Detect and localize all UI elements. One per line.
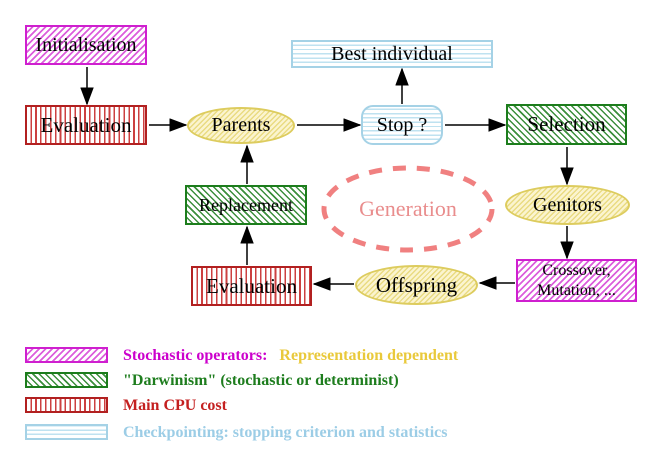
node-best-individual-label: Best individual — [331, 42, 453, 65]
legend-label-representation-dependent: Representation dependent — [279, 347, 459, 364]
node-parents: Parents — [187, 107, 295, 144]
node-evaluation-top: Evaluation — [25, 105, 147, 145]
node-parents-label: Parents — [211, 114, 271, 136]
node-best-individual: Best individual — [291, 40, 493, 68]
legend-row-stochastic-operators: Stochastic operators: Representation depe… — [123, 346, 458, 365]
node-crossover-line2: Mutation, ... — [537, 281, 616, 299]
node-evaluation-bottom-label: Evaluation — [206, 273, 297, 298]
legend-label-main-cpu-cost: Main CPU cost — [123, 397, 227, 414]
legend-swatch-checkpointing — [25, 424, 108, 440]
node-stop: Stop ? — [361, 105, 443, 145]
node-evaluation-bottom: Evaluation — [191, 266, 312, 306]
legend-swatch-stochastic-operators — [25, 347, 108, 363]
node-initialisation-label: Initialisation — [35, 33, 137, 56]
node-replacement-label: Replacement — [199, 194, 293, 215]
node-offspring-label: Offspring — [375, 272, 458, 297]
node-genitors-label: Genitors — [533, 193, 602, 216]
node-evaluation-top-label: Evaluation — [40, 112, 132, 137]
generation-dashed-ellipse — [321, 165, 495, 253]
legend-label-darwinism: "Darwinism" (stochastic or determinist) — [123, 372, 399, 389]
node-crossover-line1: Crossover, — [542, 261, 611, 279]
node-selection-label: Selection — [527, 112, 606, 136]
node-initialisation: Initialisation — [25, 25, 147, 65]
node-replacement: Replacement — [185, 185, 307, 225]
generation-label: Generation — [359, 196, 457, 221]
legend-label-checkpointing: Checkpointing: stopping criterion and st… — [123, 424, 448, 441]
node-offspring: Offspring — [355, 265, 478, 305]
legend-swatch-darwinism — [25, 372, 108, 388]
legend-label-stochastic-operators: Stochastic operators: — [123, 347, 268, 364]
node-stop-label: Stop ? — [376, 113, 428, 136]
node-genitors: Genitors — [505, 185, 630, 225]
node-crossover-mutation: Crossover, Mutation, ... — [516, 259, 637, 302]
node-selection: Selection — [506, 104, 627, 145]
legend-swatch-main-cpu-cost — [25, 397, 108, 413]
